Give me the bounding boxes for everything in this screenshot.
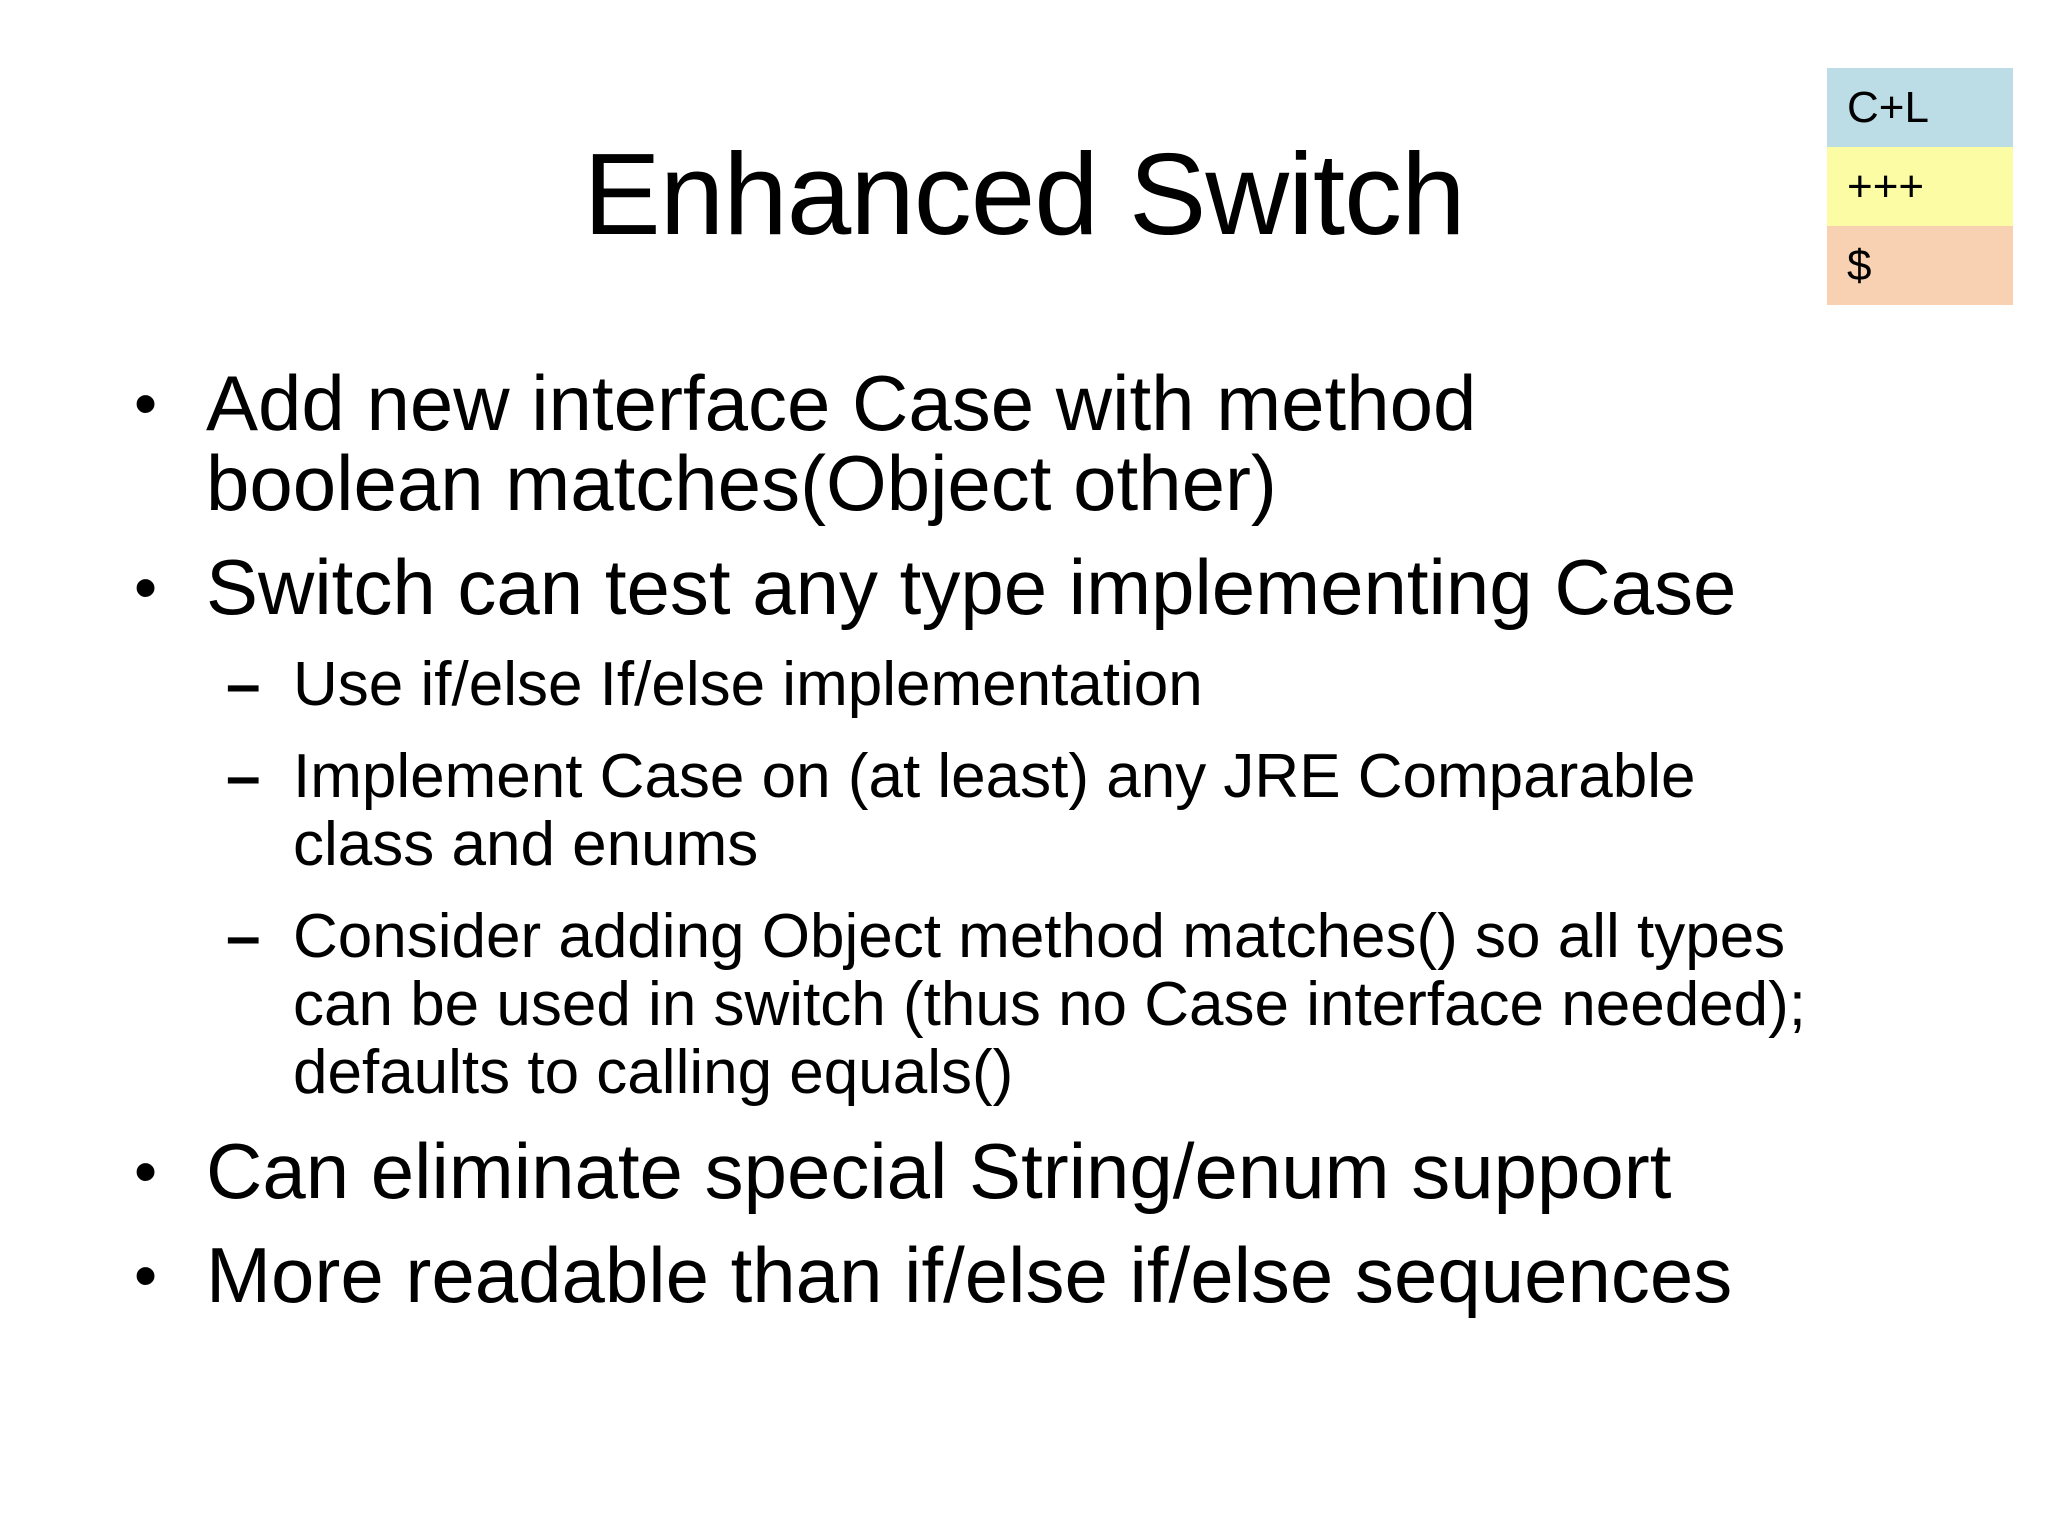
- sub-bullet-item-2: – Implement Case on (at least) any JRE C…: [226, 743, 2018, 879]
- legend-label-cl: C+L: [1847, 82, 1929, 132]
- bullet-line: Consider adding Object method matches() …: [293, 902, 1786, 971]
- bullet-dot-icon: •: [134, 366, 158, 440]
- bullet-item-3: • Can eliminate special String/enum supp…: [134, 1131, 2018, 1211]
- bullet-item-2: • Switch can test any type implementing …: [134, 547, 2018, 627]
- legend-label-dollar: $: [1847, 240, 1872, 290]
- bullet-line: Switch can test any type implementing Ca…: [206, 543, 1737, 631]
- legend-cell-cl: C+L: [1827, 68, 2013, 147]
- bullet-line: Implement Case on (at least) any JRE Com…: [293, 742, 1696, 811]
- page-title: Enhanced Switch: [583, 129, 1465, 259]
- bullet-line: Can eliminate special String/enum suppor…: [206, 1127, 1672, 1215]
- legend-label-plus: +++: [1847, 161, 1925, 211]
- dash-icon: –: [226, 650, 261, 719]
- bullet-item-1: • Add new interface Case with method boo…: [134, 363, 2018, 523]
- bullet-item-4: • More readable than if/else if/else seq…: [134, 1235, 2018, 1315]
- legend-cell-plus: +++: [1827, 147, 2013, 226]
- annotation-legend: C+L +++ $: [1827, 68, 2013, 305]
- bullet-line: defaults to calling equals(): [293, 1038, 1014, 1107]
- bullet-dot-icon: •: [134, 550, 158, 624]
- bullet-line: can be used in switch (thus no Case inte…: [293, 970, 1807, 1039]
- bullet-line: Use if/else If/else implementation: [293, 650, 1203, 719]
- bullet-dot-icon: •: [134, 1238, 158, 1312]
- sub-bullet-item-3: – Consider adding Object method matches(…: [226, 903, 2018, 1107]
- sub-bullet-item-1: – Use if/else If/else implementation: [226, 651, 2018, 719]
- dash-icon: –: [226, 902, 261, 971]
- bullet-line: Add new interface Case with method: [206, 359, 1477, 447]
- legend-cell-dollar: $: [1827, 226, 2013, 305]
- dash-icon: –: [226, 742, 261, 811]
- bullet-line: More readable than if/else if/else seque…: [206, 1231, 1733, 1319]
- bullet-list: • Add new interface Case with method boo…: [134, 363, 2018, 1315]
- bullet-dot-icon: •: [134, 1134, 158, 1208]
- bullet-line: class and enums: [293, 810, 759, 879]
- bullet-line: boolean matches(Object other): [206, 439, 1277, 527]
